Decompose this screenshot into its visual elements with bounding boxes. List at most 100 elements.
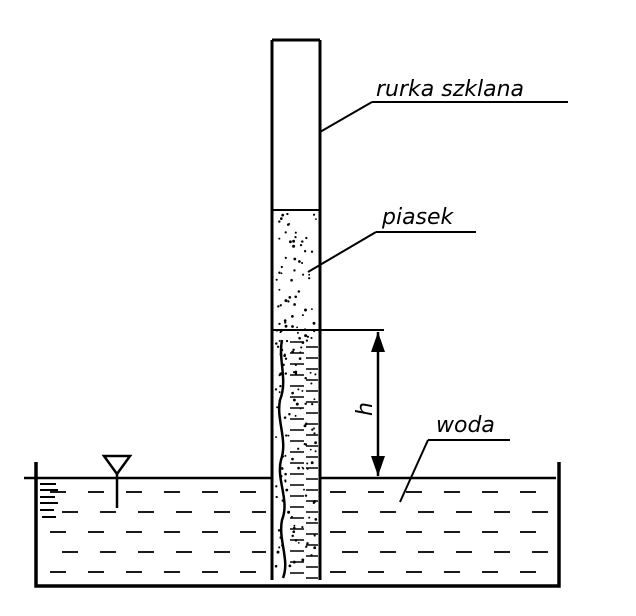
sand-grain <box>291 391 294 395</box>
sand-grain <box>276 406 279 409</box>
sand-grain <box>300 346 303 349</box>
sand-grain <box>285 339 289 343</box>
sand-grain <box>277 305 280 308</box>
height-label: h <box>353 402 378 416</box>
sand-label: piasek <box>381 205 455 230</box>
sand-grain <box>278 220 281 223</box>
sand-grain <box>294 414 297 417</box>
sand-grain <box>278 288 281 291</box>
tube-label-leader: rurka szklana <box>319 77 568 133</box>
glass-tube <box>270 38 322 580</box>
sand-grain <box>284 472 287 476</box>
sand-grain <box>314 518 318 521</box>
sand-grain <box>284 321 287 324</box>
sand-grain <box>292 239 296 243</box>
sand-grain <box>292 371 296 374</box>
sand-grain <box>284 324 288 328</box>
sand-grain <box>280 272 283 275</box>
sand-grain <box>288 222 291 225</box>
sand-grain <box>288 240 292 244</box>
sand-grain <box>284 454 287 457</box>
sand-grain <box>306 335 310 338</box>
sand-grain <box>291 325 294 328</box>
sand-grain <box>298 260 301 263</box>
sand-grain <box>310 461 314 465</box>
sand-grain <box>283 416 287 419</box>
sand-grain <box>303 443 306 446</box>
sand-grain <box>297 290 301 293</box>
sand-grain <box>278 391 281 394</box>
sand-grain <box>294 231 297 234</box>
tube-label: rurka szklana <box>376 77 524 102</box>
sand-column <box>272 209 320 568</box>
inverted-triangle-icon <box>101 454 133 508</box>
sand-grain <box>274 564 278 568</box>
sand-grain <box>286 212 289 216</box>
sand-grain <box>301 261 304 265</box>
water-hatching <box>50 491 548 573</box>
sand-grain <box>291 457 294 461</box>
sand-grain <box>293 269 296 272</box>
sand-grain <box>278 339 281 342</box>
sand-grain <box>306 542 309 545</box>
sand-grain <box>310 336 313 340</box>
sand-grain <box>276 345 280 348</box>
sand-grain <box>313 534 316 537</box>
sand-grain <box>285 434 288 437</box>
sand-grain <box>288 296 292 299</box>
sand-grain <box>293 257 297 261</box>
sand-grain <box>310 382 313 385</box>
sand-grain <box>299 243 303 247</box>
height-dimension: h <box>320 329 385 476</box>
sand-grain <box>304 308 307 312</box>
sand-grain <box>278 237 281 240</box>
sand-grain <box>284 357 288 360</box>
sand-grain <box>303 488 305 491</box>
sand-grain <box>293 524 296 527</box>
sand-grain <box>309 448 312 451</box>
sand-grain <box>284 256 287 259</box>
sand-grain <box>301 526 304 529</box>
sand-grain <box>313 427 315 430</box>
sand-grain <box>288 413 291 416</box>
sand-grain <box>283 319 287 322</box>
sand-grain <box>306 462 309 465</box>
sand-grain <box>297 447 300 450</box>
sand-grain <box>304 494 308 497</box>
sand-grain <box>301 240 304 243</box>
sand-grain <box>293 303 296 306</box>
sand-grain <box>314 373 317 376</box>
sand-grain <box>292 348 295 352</box>
sand-grain <box>304 334 308 338</box>
sand-grain <box>310 250 314 253</box>
sand-grain <box>285 488 289 492</box>
sand-grain <box>275 485 278 488</box>
sand-grain <box>308 273 311 276</box>
sand-grain <box>314 450 317 453</box>
sand-grain <box>284 299 288 303</box>
sand-grain <box>276 550 280 554</box>
sand-grain <box>309 371 312 374</box>
sand-grain <box>291 534 294 538</box>
sand-grain <box>287 434 290 437</box>
wet-sand-zone <box>272 329 320 579</box>
sand-grain <box>295 402 299 406</box>
sand-grain <box>297 541 300 544</box>
sand-grain <box>313 546 317 550</box>
sand-grain <box>288 564 292 568</box>
sand-grain <box>311 428 314 431</box>
water-label: woda <box>436 413 495 438</box>
sand-grain <box>292 530 296 534</box>
sand-grain <box>275 436 278 439</box>
sand-grain <box>301 558 305 562</box>
sand-grain <box>308 277 311 280</box>
sand-grain <box>278 322 281 326</box>
sand-grain <box>301 314 304 317</box>
sand-grain <box>278 271 281 274</box>
water-vessel <box>34 462 561 588</box>
sand-grain <box>313 398 316 401</box>
sand-grain <box>311 402 314 406</box>
sand-grain <box>305 339 309 342</box>
sand-grain <box>274 388 278 391</box>
